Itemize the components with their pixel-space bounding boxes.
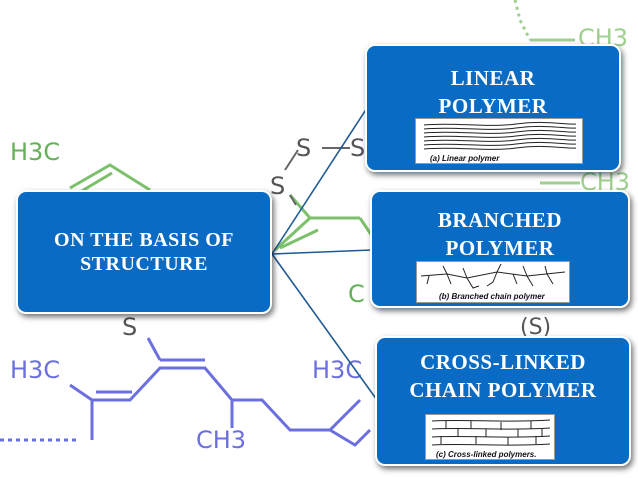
root-label-line2: STRUCTURE (80, 253, 208, 275)
branched-label-line1: BRANCHED (437, 208, 563, 232)
blue-chain-1 (69, 366, 234, 428)
bg-label-s-3: S (350, 134, 365, 162)
bg-label-ch3-blue: CH3 (196, 426, 246, 454)
linear-label-line1: LINEAR (450, 66, 536, 90)
bg-label-s-blue: S (122, 313, 137, 341)
blue-chain-6 (146, 337, 162, 361)
linear-caption: (a) Linear polymer (430, 154, 500, 163)
green-bond-1 (69, 163, 151, 192)
connector-cross (271, 253, 378, 401)
green-dash-top (513, 0, 532, 41)
linear-polymer-image: (a) Linear polymer (415, 118, 583, 164)
cross-caption: (c) Cross-linked polymers. (436, 450, 537, 459)
green-bond-6 (279, 228, 319, 250)
blue-chain-4 (232, 398, 362, 432)
linear-polymer-node: LINEAR POLYMER (a) Linear polymer (365, 44, 621, 172)
bg-label-h3c-green: H3C (10, 138, 60, 166)
bg-label-h3c-blue: H3C (10, 356, 60, 384)
bg-label-c-green: C (348, 280, 365, 308)
cross-linked-polymer-node: CROSS-LINKED CHAIN POLYMER (c) Cross-lin… (375, 336, 631, 466)
bg-label-h3c-blue-2: H3C (312, 356, 362, 384)
bg-label-s-2: S (270, 172, 285, 200)
root-node-structure: ON THE BASIS OF STRUCTURE (16, 190, 272, 314)
connector-linear (271, 107, 368, 255)
cross-label-line1: CROSS-LINKED (420, 350, 586, 374)
gray-bond-3 (289, 194, 297, 206)
branched-polymer-image: (b) Branched chain polymer (416, 261, 570, 303)
connector-branched (271, 249, 373, 255)
bg-label-s-1: S (296, 134, 311, 162)
cross-linked-polymer-image: (c) Cross-linked polymers. (425, 414, 555, 460)
blue-chain-7 (329, 428, 372, 447)
branched-caption: (b) Branched chain polymer (439, 292, 545, 301)
branched-polymer-node: BRANCHED POLYMER (b) Branched chain poly… (370, 190, 630, 308)
root-label-line1: ON THE BASIS OF (54, 229, 234, 251)
cross-label-line2: CHAIN POLYMER (409, 378, 597, 402)
linear-label-line2: POLYMER (438, 94, 548, 118)
bg-label-s-paren: (S) (520, 315, 551, 340)
gray-bond-1 (284, 149, 299, 171)
branched-label-line2: POLYMER (445, 236, 555, 260)
